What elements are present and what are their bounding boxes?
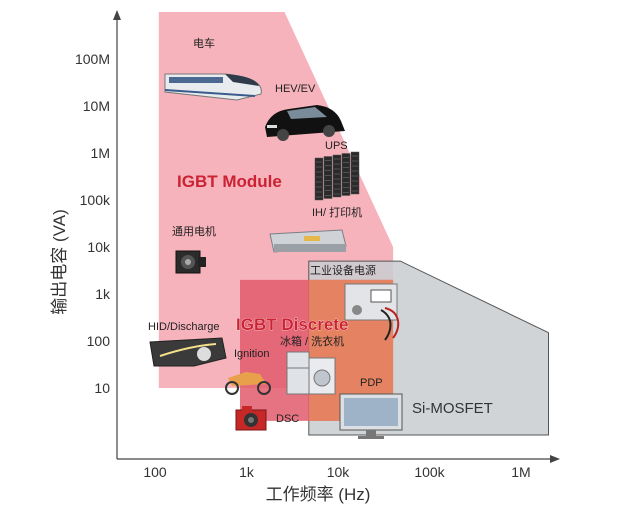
application-icons bbox=[149, 73, 403, 439]
x-tick-label: 100k bbox=[414, 464, 445, 480]
y-tick-label: 10M bbox=[83, 98, 110, 114]
motor-icon bbox=[175, 250, 206, 274]
application-label: 电车 bbox=[193, 36, 215, 50]
x-axis-title: 工作频率 (Hz) bbox=[266, 485, 371, 504]
y-tick-label: 10 bbox=[94, 380, 110, 396]
y-axis-title: 输出电容 (VA) bbox=[50, 209, 69, 314]
scooter-icon bbox=[225, 372, 271, 395]
x-tick-label: 10k bbox=[327, 464, 351, 480]
application-label: 工业设备电源 bbox=[310, 263, 376, 277]
application-label: HEV/EV bbox=[275, 83, 316, 95]
power-supply-icon bbox=[344, 283, 400, 341]
x-tick-label: 100 bbox=[143, 464, 167, 480]
y-tick-label: 100M bbox=[75, 51, 110, 67]
monitor-icon bbox=[339, 393, 403, 439]
x-tick-label: 1M bbox=[511, 464, 530, 480]
application-label: IH/ 打印机 bbox=[312, 205, 362, 219]
induction-cooker-icon bbox=[269, 229, 347, 253]
application-label: HID/Discharge bbox=[148, 321, 220, 333]
axes bbox=[113, 10, 560, 463]
application-label: Ignition bbox=[234, 348, 269, 360]
y-tick-label: 10k bbox=[87, 239, 111, 255]
application-label: 冰箱 / 洗衣机 bbox=[280, 334, 344, 348]
regions bbox=[158, 12, 549, 436]
y-tick-label: 1k bbox=[95, 286, 111, 302]
camera-icon bbox=[235, 406, 267, 431]
headlight-icon bbox=[149, 337, 227, 367]
server-rack-icon bbox=[314, 151, 360, 201]
y-tick-label: 1M bbox=[91, 145, 110, 161]
x-axis-arrow bbox=[550, 455, 560, 463]
region-label-igbt-module: IGBT Module bbox=[177, 172, 282, 191]
application-label: UPS bbox=[325, 140, 348, 152]
application-label: PDP bbox=[360, 377, 383, 389]
application-label: DSC bbox=[276, 413, 299, 425]
application-label: 通用电机 bbox=[172, 224, 216, 238]
y-axis-arrow bbox=[113, 10, 121, 20]
y-tick-label: 100k bbox=[80, 192, 111, 208]
y-tick-label: 100 bbox=[87, 333, 111, 349]
labels: 10 100 1k 10k 100k 1M 10M 100M 100 1k 10k 100k 1M 输出电… bbox=[50, 36, 531, 504]
region-label-si-mosfet: Si-MOSFET bbox=[412, 400, 493, 417]
region-label-igbt-discrete: IGBT Discrete bbox=[236, 315, 348, 334]
x-tick-label: 1k bbox=[239, 464, 255, 480]
car-icon bbox=[265, 105, 345, 141]
refrigerator-icon bbox=[286, 351, 336, 395]
train-icon bbox=[164, 73, 262, 101]
